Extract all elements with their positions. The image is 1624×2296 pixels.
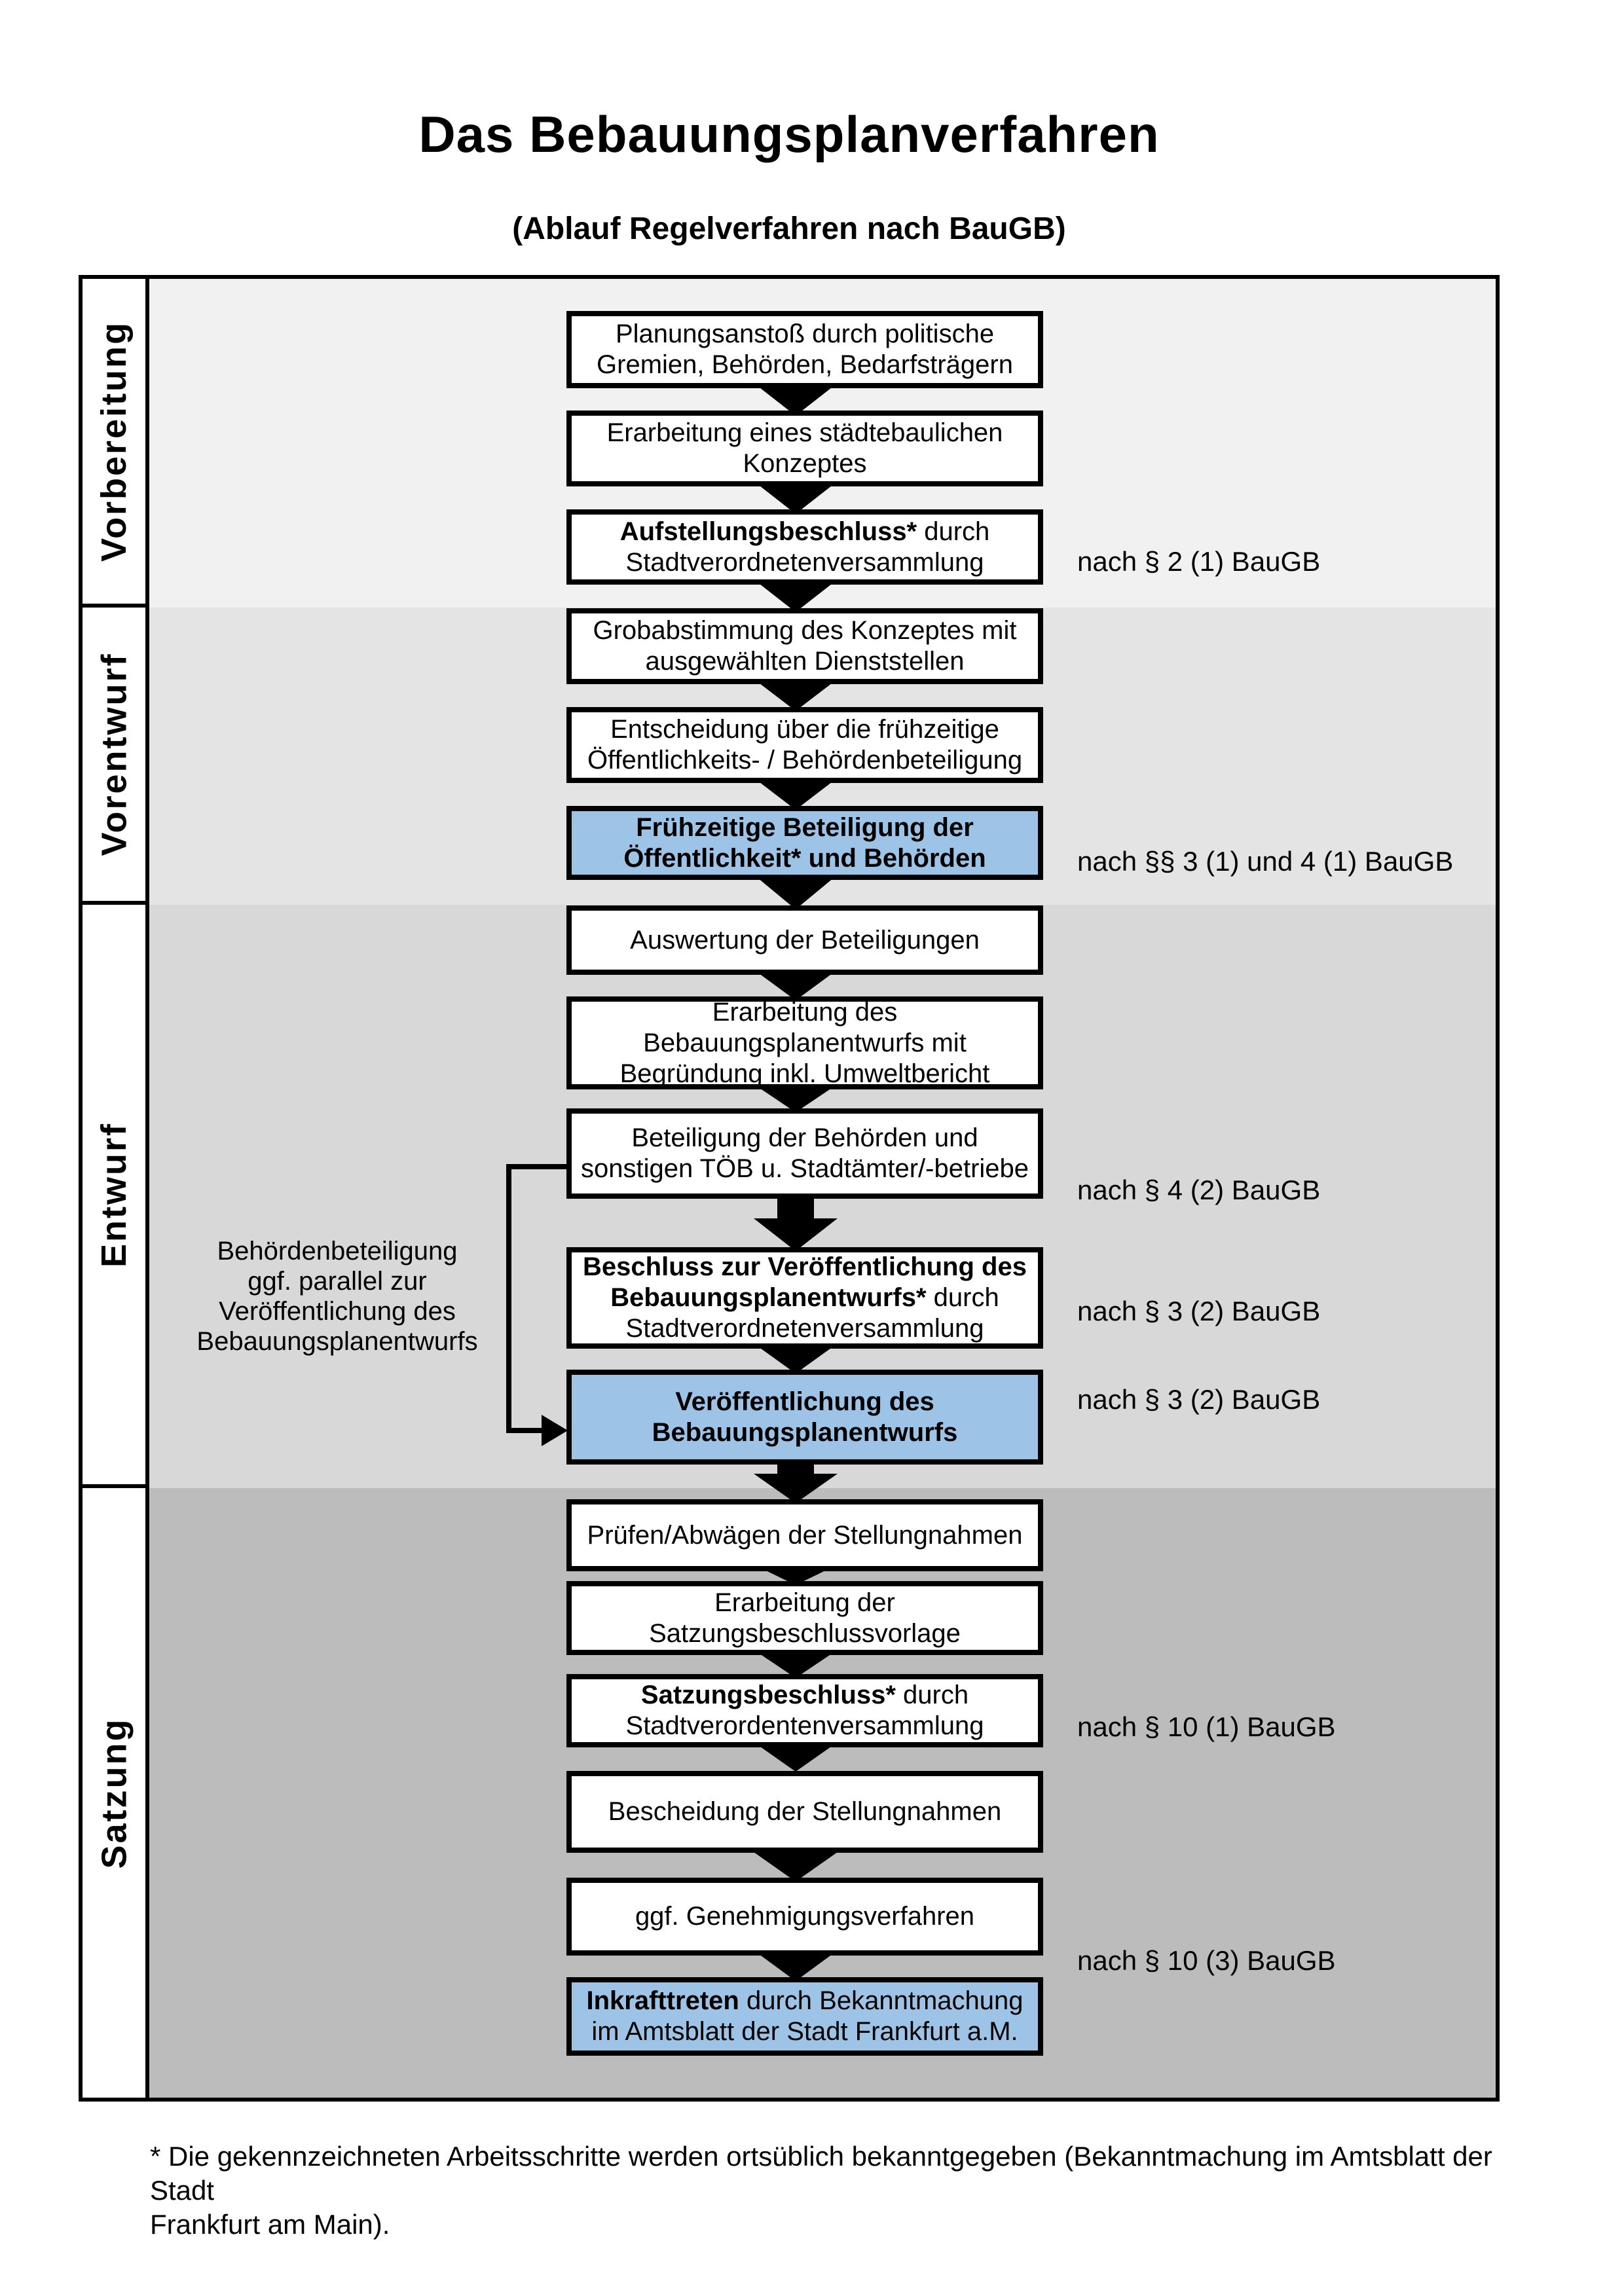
footnote-line: * Die gekennzeichneten Arbeitsschritte w… (150, 2141, 1492, 2206)
flow-box-satzungsvorlage: Erarbeitung der Satzungsbeschlussvorlage (566, 1581, 1043, 1655)
down-arrow-icon (754, 481, 838, 514)
box-text-line: Stadtverordentenversammlung (625, 1711, 984, 1740)
box-text-line: Bebauungsplanentwurfs* durch (610, 1283, 999, 1312)
flow-box-behoerdenbeteiligung: Beteiligung der Behörden und sonstigen T… (566, 1108, 1043, 1199)
flow-box-pruefen-abwaegen: Prüfen/Abwägen der Stellungnahmen (566, 1499, 1043, 1571)
flow-box-veroeffentlichung: Veröffentlichung des Bebauungsplanentwur… (566, 1370, 1043, 1465)
legal-note-inkrafttreten: nach § 10 (3) BauGB (1077, 1945, 1336, 1976)
box-text-line: Bescheidung der Stellungnahmen (608, 1797, 1002, 1826)
box-text-line: Erarbeitung eines städtebaulichen (606, 418, 1003, 447)
flow-box-konzept-erarbeitung: Erarbeitung eines städtebaulichen Konzep… (566, 410, 1043, 486)
legal-note-veroeffentlichungsbeschluss: nach § 3 (2) BauGB (1077, 1296, 1321, 1326)
down-arrow-icon (754, 1218, 838, 1251)
box-text-line: Aufstellungsbeschluss* durch (619, 517, 990, 546)
flow-box-fruehzeitige-beteiligung: Frühzeitige Beteiligung der Öffentlichke… (566, 806, 1043, 880)
box-text-line: sonstigen TÖB u. Stadtämter/-betriebe (580, 1154, 1029, 1183)
box-text-line: Erarbeitung des (712, 997, 898, 1027)
legal-note-aufstellungsbeschluss: nach § 2 (1) BauGB (1077, 546, 1321, 577)
flow-box-veroeffentlichungsbeschluss: Beschluss zur Veröffentlichung des Bebau… (566, 1247, 1043, 1349)
side-annotation: Behördenbeteiligung ggf. parallel zur Ve… (190, 1236, 485, 1357)
flow-box-auswertung: Auswertung der Beteiligungen (566, 905, 1043, 975)
box-text-line: Grobabstimmung des Konzeptes mit (593, 616, 1017, 645)
down-arrow-icon (754, 579, 838, 612)
flow-box-inkrafttreten: Inkrafttreten durch Bekanntmachung im Am… (566, 1977, 1043, 2056)
phase-label-satzung: Satzung (79, 1484, 149, 2102)
down-arrow-icon (754, 778, 838, 810)
box-text-line: Stadtverordnetenversammlung (625, 547, 984, 577)
legal-note-satzungsbeschluss: nach § 10 (1) BauGB (1077, 1711, 1336, 1742)
side-annotation-line: Veröffentlichung des (219, 1297, 456, 1326)
right-arrow-icon (542, 1415, 568, 1446)
box-text-line: Beschluss zur Veröffentlichung des (583, 1252, 1027, 1281)
flow-box-entwurf-erarbeitung: Erarbeitung des Bebauungsplanentwurfs mi… (566, 996, 1043, 1089)
phase-label-text: Satzung (94, 1717, 134, 1868)
down-arrow-icon (754, 1852, 838, 1882)
box-text-line: Frühzeitige Beteiligung der (636, 812, 974, 842)
flow-box-genehmigungsverfahren: ggf. Genehmigungsverfahren (566, 1878, 1043, 1956)
box-text-line: ausgewählten Dienststellen (645, 647, 965, 676)
phase-label-text: Vorbereitung (94, 320, 134, 562)
connector-line (506, 1164, 511, 1433)
phase-label-text: Entwurf (94, 1121, 134, 1267)
box-text-line: Öffentlichkeits- / Behördenbeteiligung (587, 746, 1023, 774)
side-annotation-line: Bebauungsplanentwurfs (196, 1327, 478, 1356)
box-text-line: Inkrafttreten durch Bekanntmachung (586, 1986, 1024, 2015)
phase-label-vorbereitung: Vorbereitung (79, 275, 149, 608)
side-annotation-line: ggf. parallel zur (248, 1267, 427, 1296)
flow-box-bescheidung: Bescheidung der Stellungnahmen (566, 1771, 1043, 1853)
box-text-line: Stadtverordnetenversammlung (625, 1314, 984, 1343)
box-text-line: Satzungsbeschluss* durch (640, 1681, 969, 1709)
flow-box-aufstellungsbeschluss: Aufstellungsbeschluss* durch Stadtverord… (566, 509, 1043, 585)
phase-label-vorentwurf: Vorentwurf (79, 604, 149, 905)
box-text-line: Entscheidung über die frühzeitige (610, 715, 999, 744)
down-arrow-icon (754, 383, 838, 416)
box-text-line: Bebauungsplanentwurfs mit (643, 1028, 967, 1057)
box-text-line: Prüfen/Abwägen der Stellungnahmen (587, 1520, 1023, 1550)
flow-box-satzungsbeschluss: Satzungsbeschluss* durch Stadtverordente… (566, 1674, 1043, 1747)
box-text-line: Gremien, Behörden, Bedarfsträgern (597, 350, 1013, 379)
legal-note-fruehzeitige-beteiligung: nach §§ 3 (1) und 4 (1) BauGB (1077, 846, 1454, 877)
flow-box-planungsanstoss: Planungsanstoß durch politische Gremien,… (566, 311, 1043, 388)
box-text-line: Bebauungsplanentwurfs (652, 1417, 958, 1447)
connector-line (506, 1164, 569, 1169)
down-arrow-icon (754, 875, 838, 909)
box-text-line: Beteiligung der Behörden und (631, 1123, 978, 1152)
box-text-line: Öffentlichkeit* und Behörden (623, 843, 986, 873)
box-text-line: Veröffentlichung des (675, 1387, 934, 1416)
box-text-line: ggf. Genehmigungsverfahren (635, 1902, 975, 1931)
phase-label-text: Vorentwurf (94, 652, 134, 856)
connector-line (506, 1428, 545, 1433)
phase-label-entwurf: Entwurf (79, 901, 149, 1488)
page-title: Das Bebauungsplanverfahren (418, 105, 1160, 163)
box-text-line: Auswertung der Beteiligungen (630, 925, 980, 955)
footnote: * Die gekennzeichneten Arbeitsschritte w… (150, 2140, 1551, 2242)
legal-note-behoerdenbeteiligung: nach § 4 (2) BauGB (1077, 1175, 1321, 1205)
down-arrow-icon (754, 679, 838, 711)
box-text-line: Erarbeitung der (714, 1588, 895, 1617)
box-text-line: Konzeptes (743, 449, 867, 478)
down-arrow-icon (754, 1474, 838, 1503)
flow-box-grobabstimmung: Grobabstimmung des Konzeptes mit ausgewä… (566, 608, 1043, 684)
box-text-line: im Amtsblatt der Stadt Frankfurt a.M. (591, 2017, 1018, 2046)
box-text-line: Planungsanstoß durch politische (615, 319, 995, 348)
box-text-line: Satzungsbeschlussvorlage (649, 1618, 961, 1648)
box-text-line: Begründung inkl. Umweltbericht (619, 1059, 990, 1088)
page-subtitle: (Ablauf Regelverfahren nach BauGB) (512, 211, 1066, 246)
footnote-line: Frankfurt am Main). (150, 2209, 390, 2240)
flow-box-entscheidung-beteiligung: Entscheidung über die frühzeitige Öffent… (566, 707, 1043, 783)
side-annotation-line: Behördenbeteiligung (217, 1237, 458, 1266)
legal-note-veroeffentlichung: nach § 3 (2) BauGB (1077, 1384, 1321, 1415)
